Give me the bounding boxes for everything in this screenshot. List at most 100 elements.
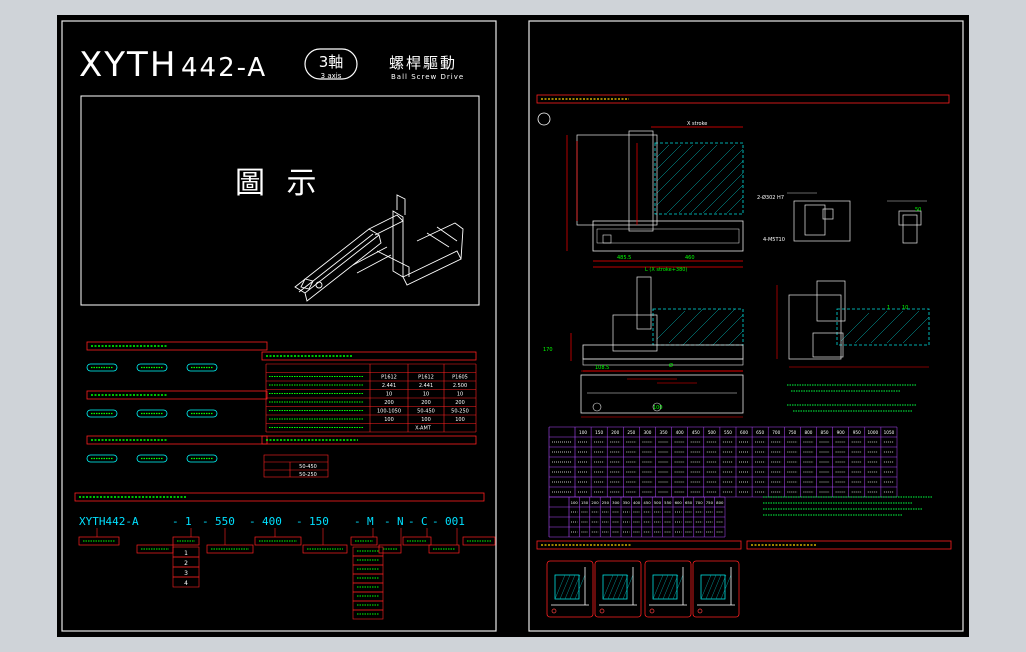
table-header-cell: 400 bbox=[676, 430, 684, 435]
option-pill bbox=[186, 409, 218, 418]
mount-frame bbox=[644, 560, 692, 618]
side-view bbox=[570, 276, 744, 372]
order-code-separator: - bbox=[384, 515, 391, 528]
table2-header-cell: 150 bbox=[581, 500, 589, 505]
mount-header-bar bbox=[536, 540, 742, 550]
dim-108: 108.5 bbox=[595, 365, 609, 371]
table2-header-cell: 800 bbox=[716, 500, 724, 505]
order-code-part: N bbox=[397, 515, 404, 528]
model-suffix: 442-A bbox=[181, 53, 267, 83]
mount-frame-payload bbox=[554, 574, 580, 600]
mount-frame-motor bbox=[649, 608, 655, 614]
payload-table bbox=[263, 454, 329, 478]
payload-grid bbox=[264, 461, 328, 477]
mount-frame-hatch bbox=[705, 574, 717, 600]
figure-label: 圖 示 bbox=[235, 166, 323, 201]
mount-frame-hatch bbox=[617, 574, 629, 600]
table2-header-cell: 650 bbox=[685, 500, 693, 505]
order-code-part: M bbox=[367, 515, 374, 528]
order-code-box bbox=[462, 536, 496, 546]
mount-frame-hatch bbox=[607, 574, 619, 600]
mount-frame-hatch bbox=[574, 574, 586, 600]
order-code-separator: - bbox=[172, 515, 179, 528]
mount-frame-hatch bbox=[710, 574, 722, 600]
table2-header-cell: 400 bbox=[633, 500, 641, 505]
table-header-cell: 350 bbox=[660, 430, 668, 435]
table-header-cell: 1050 bbox=[884, 430, 895, 435]
dim-10: 10 bbox=[902, 305, 908, 311]
order-code-part: 550 bbox=[215, 515, 235, 528]
order-code-separator: - bbox=[354, 515, 361, 528]
mount-frame-payload bbox=[700, 574, 726, 600]
mounting-frames bbox=[546, 560, 740, 618]
table2-header-cell: 200 bbox=[591, 500, 599, 505]
mount-frame-hatch bbox=[672, 574, 684, 600]
spec-cell: 100-1050 bbox=[377, 409, 401, 415]
accessory-header-bar bbox=[746, 540, 952, 550]
table2-header-cell: 600 bbox=[675, 500, 683, 505]
mount-frame-motor bbox=[697, 608, 703, 614]
mount-frame-motor bbox=[599, 608, 605, 614]
mount-frame-hatch bbox=[720, 574, 732, 600]
right-sheet: X stroke 485.5 460 L (X stroke+380) 2-Ø3… bbox=[528, 20, 964, 632]
mount-frame-payload bbox=[602, 574, 628, 600]
dim-1: 1 bbox=[887, 305, 890, 311]
order-code-separator: - bbox=[249, 515, 256, 528]
mount-frame-hatch bbox=[667, 574, 679, 600]
front-view bbox=[566, 126, 744, 268]
option-pill bbox=[186, 363, 218, 372]
table-header-cell: 1000 bbox=[868, 430, 879, 435]
mount-frame-hatch bbox=[569, 574, 581, 600]
order-sub-value: 1 bbox=[184, 550, 188, 557]
payload-cell: 50-250 bbox=[299, 472, 317, 478]
ordering-header-bar bbox=[74, 492, 485, 502]
table-header-cell: 200 bbox=[611, 430, 619, 435]
mount-frame-hatch bbox=[602, 574, 614, 600]
table2-header-cell: 250 bbox=[602, 500, 610, 505]
dim-50: 50 bbox=[915, 207, 921, 213]
spec-cell: 10 bbox=[423, 392, 429, 398]
spec-cell: 100 bbox=[384, 417, 394, 423]
table-header-cell: 500 bbox=[708, 430, 716, 435]
note-4: 4-M5T10 bbox=[763, 237, 785, 243]
order-code-box bbox=[350, 536, 378, 546]
spec-cell: P1605 bbox=[452, 375, 468, 381]
order-code-box bbox=[206, 544, 254, 554]
table2-header-cell: 300 bbox=[612, 500, 620, 505]
detail-view-a bbox=[787, 192, 851, 242]
order-tall-box bbox=[352, 609, 384, 620]
table-header-cell: 300 bbox=[643, 430, 651, 435]
section-header-bar bbox=[86, 390, 268, 400]
axis-badge-top: 3軸 bbox=[319, 53, 344, 71]
option-pill bbox=[186, 454, 218, 463]
mount-frame bbox=[692, 560, 740, 618]
mount-frame-structure bbox=[697, 567, 735, 606]
order-code-box bbox=[428, 544, 460, 554]
order-code-separator: - bbox=[202, 515, 209, 528]
order-code-part: 1 bbox=[185, 515, 192, 528]
mount-frame-hatch bbox=[612, 574, 624, 600]
mount-frame-hatch bbox=[662, 574, 674, 600]
table-header-cell: 250 bbox=[627, 430, 635, 435]
spec-cell: 100 bbox=[455, 417, 465, 423]
mount-frame-hatch bbox=[657, 574, 669, 600]
table-header-cell: 750 bbox=[788, 430, 796, 435]
dim-485: 485.5 bbox=[617, 255, 631, 261]
order-code-separator: - bbox=[432, 515, 439, 528]
order-code-box bbox=[172, 536, 200, 546]
mount-frame-payload bbox=[652, 574, 678, 600]
table2-header-cell: 750 bbox=[706, 500, 714, 505]
order-sub-box bbox=[172, 576, 200, 588]
drive-cn: 螺桿驅動 bbox=[389, 54, 457, 72]
axis-badge-bottom: 3 axis bbox=[321, 72, 342, 80]
spec-cell: 100 bbox=[421, 417, 431, 423]
spec-cell: 200 bbox=[384, 400, 394, 406]
robot-isometric-sketch bbox=[294, 194, 464, 302]
cad-drawing-canvas[interactable]: XYTH 442-A 3軸 3 axis 螺桿驅動 Ball Screw Dri… bbox=[57, 15, 969, 637]
view-marker bbox=[537, 112, 551, 126]
x-stroke-label: X stroke bbox=[687, 121, 707, 127]
mount-frame bbox=[546, 560, 594, 618]
payload-cell: 50-450 bbox=[299, 464, 317, 470]
